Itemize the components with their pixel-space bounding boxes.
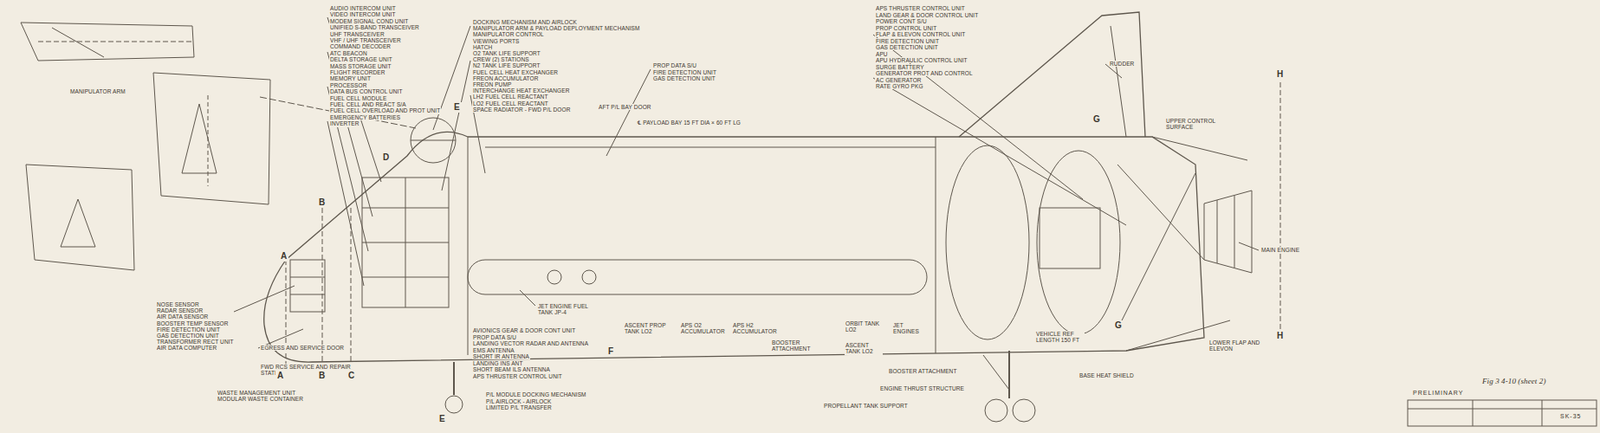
part-label: MANIPULATOR ARM: [69, 88, 127, 95]
part-label: SK-35: [1559, 413, 1582, 421]
part-label: BASE HEAT SHIELD: [1078, 372, 1135, 379]
part-label: DATA BUS CONTROL UNIT: [329, 88, 404, 95]
part-label: EMS ANTENNA: [472, 347, 516, 354]
part-label: ASCENT TANK LO2: [844, 342, 883, 356]
part-label: FUEL CELL AND REACT S/A: [329, 101, 408, 108]
part-label: UNIFIED S-BAND TRANSCEIVER: [329, 24, 421, 31]
part-label: FIRE DETECTION UNIT: [874, 38, 940, 45]
part-label: PROP DATA S/U: [472, 334, 518, 341]
part-label: GAS DETECTION UNIT: [874, 44, 940, 51]
part-label: VHF / UHF TRANSCEIVER: [329, 37, 402, 44]
part-label: WASTE MANAGEMENT UNIT MODULAR WASTE CONT…: [216, 389, 323, 403]
section-marker: C: [346, 370, 357, 382]
part-label: FIRE DETECTION UNIT: [652, 69, 718, 76]
part-label: APU HYDRAULIC CONTROL UNIT: [874, 57, 969, 64]
section-marker: H: [1275, 69, 1285, 80]
part-label: MAIN ENGINE: [1260, 246, 1301, 253]
part-label: JET ENGINES: [892, 322, 929, 336]
part-label: JET ENGINE FUEL TANK JP-4: [537, 303, 591, 317]
part-label: PROP CONTROL UNIT: [874, 25, 938, 32]
part-label: PROPELLANT TANK SUPPORT: [822, 402, 909, 409]
part-label: APS THRUSTER CONTROL UNIT: [874, 5, 966, 12]
section-marker: E: [452, 102, 462, 113]
part-label: SURGE BATTERY: [874, 64, 926, 71]
part-label: APU: [874, 51, 889, 58]
part-label: PROP DATA S/U: [652, 62, 698, 69]
section-marker: B: [317, 197, 327, 208]
section-marker: A: [278, 251, 289, 262]
part-label: ENGINE THRUST STRUCTURE: [879, 385, 966, 392]
part-label: VEHICLE REF LENGTH 150 FT: [1035, 330, 1085, 344]
part-label: LANDING INS ANT: [472, 360, 524, 367]
part-label: FUEL CELL OVERLOAD AND PROT UNIT: [329, 107, 441, 114]
section-marker: G: [1091, 114, 1102, 125]
part-label: P/L MODULE DOCKING MECHANISM: [485, 391, 588, 398]
part-label: DELTA STORAGE UNIT: [329, 56, 394, 63]
part-label: APS H2 ACCUMULATOR: [731, 322, 778, 336]
part-label: APS THRUSTER CONTROL UNIT: [472, 373, 564, 380]
part-label: ORBIT TANK LO2: [844, 320, 883, 334]
part-label: COMMAND DECODER: [329, 43, 392, 50]
part-label: SHORT IR ANTENNA: [472, 353, 531, 360]
part-label: GENERATOR PROT AND CONTROL: [874, 70, 974, 77]
part-label: MODEM SIGNAL COND UNIT: [329, 18, 409, 25]
part-label: AUDIO INTERCOM UNIT: [329, 5, 397, 12]
part-label: INVERTER: [329, 120, 361, 127]
part-label: RATE GYRO PKG: [874, 83, 925, 90]
part-label: EMERGENCY BATTERIES: [329, 114, 402, 121]
part-label: LAND GEAR & DOOR CONTROL UNIT: [874, 12, 979, 19]
part-label: MEMORY UNIT: [329, 75, 372, 82]
part-label: FLAP & ELEVON CONTROL UNIT: [874, 31, 966, 38]
part-label: ℄ PAYLOAD BAY 15 FT DIA × 60 FT LG: [636, 119, 742, 126]
section-marker: H: [1275, 330, 1285, 342]
figure-number: Fig 3 4-10 (sheet 2): [1481, 376, 1547, 386]
part-label: P/L AIRLOCK - AIRLOCK: [485, 398, 553, 405]
part-label: SHORT BEAM ILS ANTENNA: [472, 366, 551, 373]
part-label: ASCENT PROP TANK LO2: [623, 322, 674, 336]
part-label: POWER CONT S/U: [874, 18, 928, 25]
part-label: SPACE RADIATOR - FWD P/L DOOR: [472, 106, 571, 113]
section-marker: G: [1113, 320, 1124, 331]
part-label: UPPER CONTROL SURFACE: [1165, 117, 1219, 131]
part-label: FUEL CELL MODULE: [329, 95, 388, 102]
part-label: APS O2 ACCUMULATOR: [680, 322, 726, 336]
part-label: GAS DETECTION UNIT: [652, 75, 717, 82]
section-marker: B: [317, 370, 327, 382]
part-label: BOOSTER ATTACHMENT: [770, 339, 821, 353]
part-label: PRELIMINARY: [1412, 389, 1464, 397]
section-marker: E: [437, 414, 447, 425]
part-label: LOWER FLAP AND ELEVON: [1208, 339, 1263, 353]
part-label: LANDING VECTOR RADAR AND ANTENNA: [472, 340, 590, 347]
part-label: AIR DATA COMPUTER: [155, 344, 218, 351]
part-label: UHF TRANSCEIVER: [329, 31, 386, 38]
part-label: VIDEO INTERCOM UNIT: [329, 11, 397, 18]
part-label: EGRESS AND SERVICE DOOR: [259, 344, 345, 351]
part-label: BOOSTER ATTACHMENT: [887, 368, 958, 375]
part-label: AVIONICS GEAR & DOOR CONT UNIT: [472, 327, 577, 334]
section-marker: D: [381, 152, 391, 163]
part-label: RUDDER: [1108, 60, 1135, 67]
part-label: AFT P/L BAY DOOR: [597, 103, 653, 111]
part-label: FLIGHT RECORDER: [329, 69, 387, 76]
part-label: LIMITED P/L TRANSFER: [485, 404, 553, 411]
section-marker: A: [275, 370, 286, 382]
part-label: AC GENERATOR: [874, 77, 923, 84]
section-marker: F: [606, 346, 616, 357]
part-label: MASS STORAGE UNIT: [329, 63, 393, 70]
part-label: ATC BEACON: [329, 50, 369, 57]
part-label: PROCESSOR: [329, 82, 368, 89]
